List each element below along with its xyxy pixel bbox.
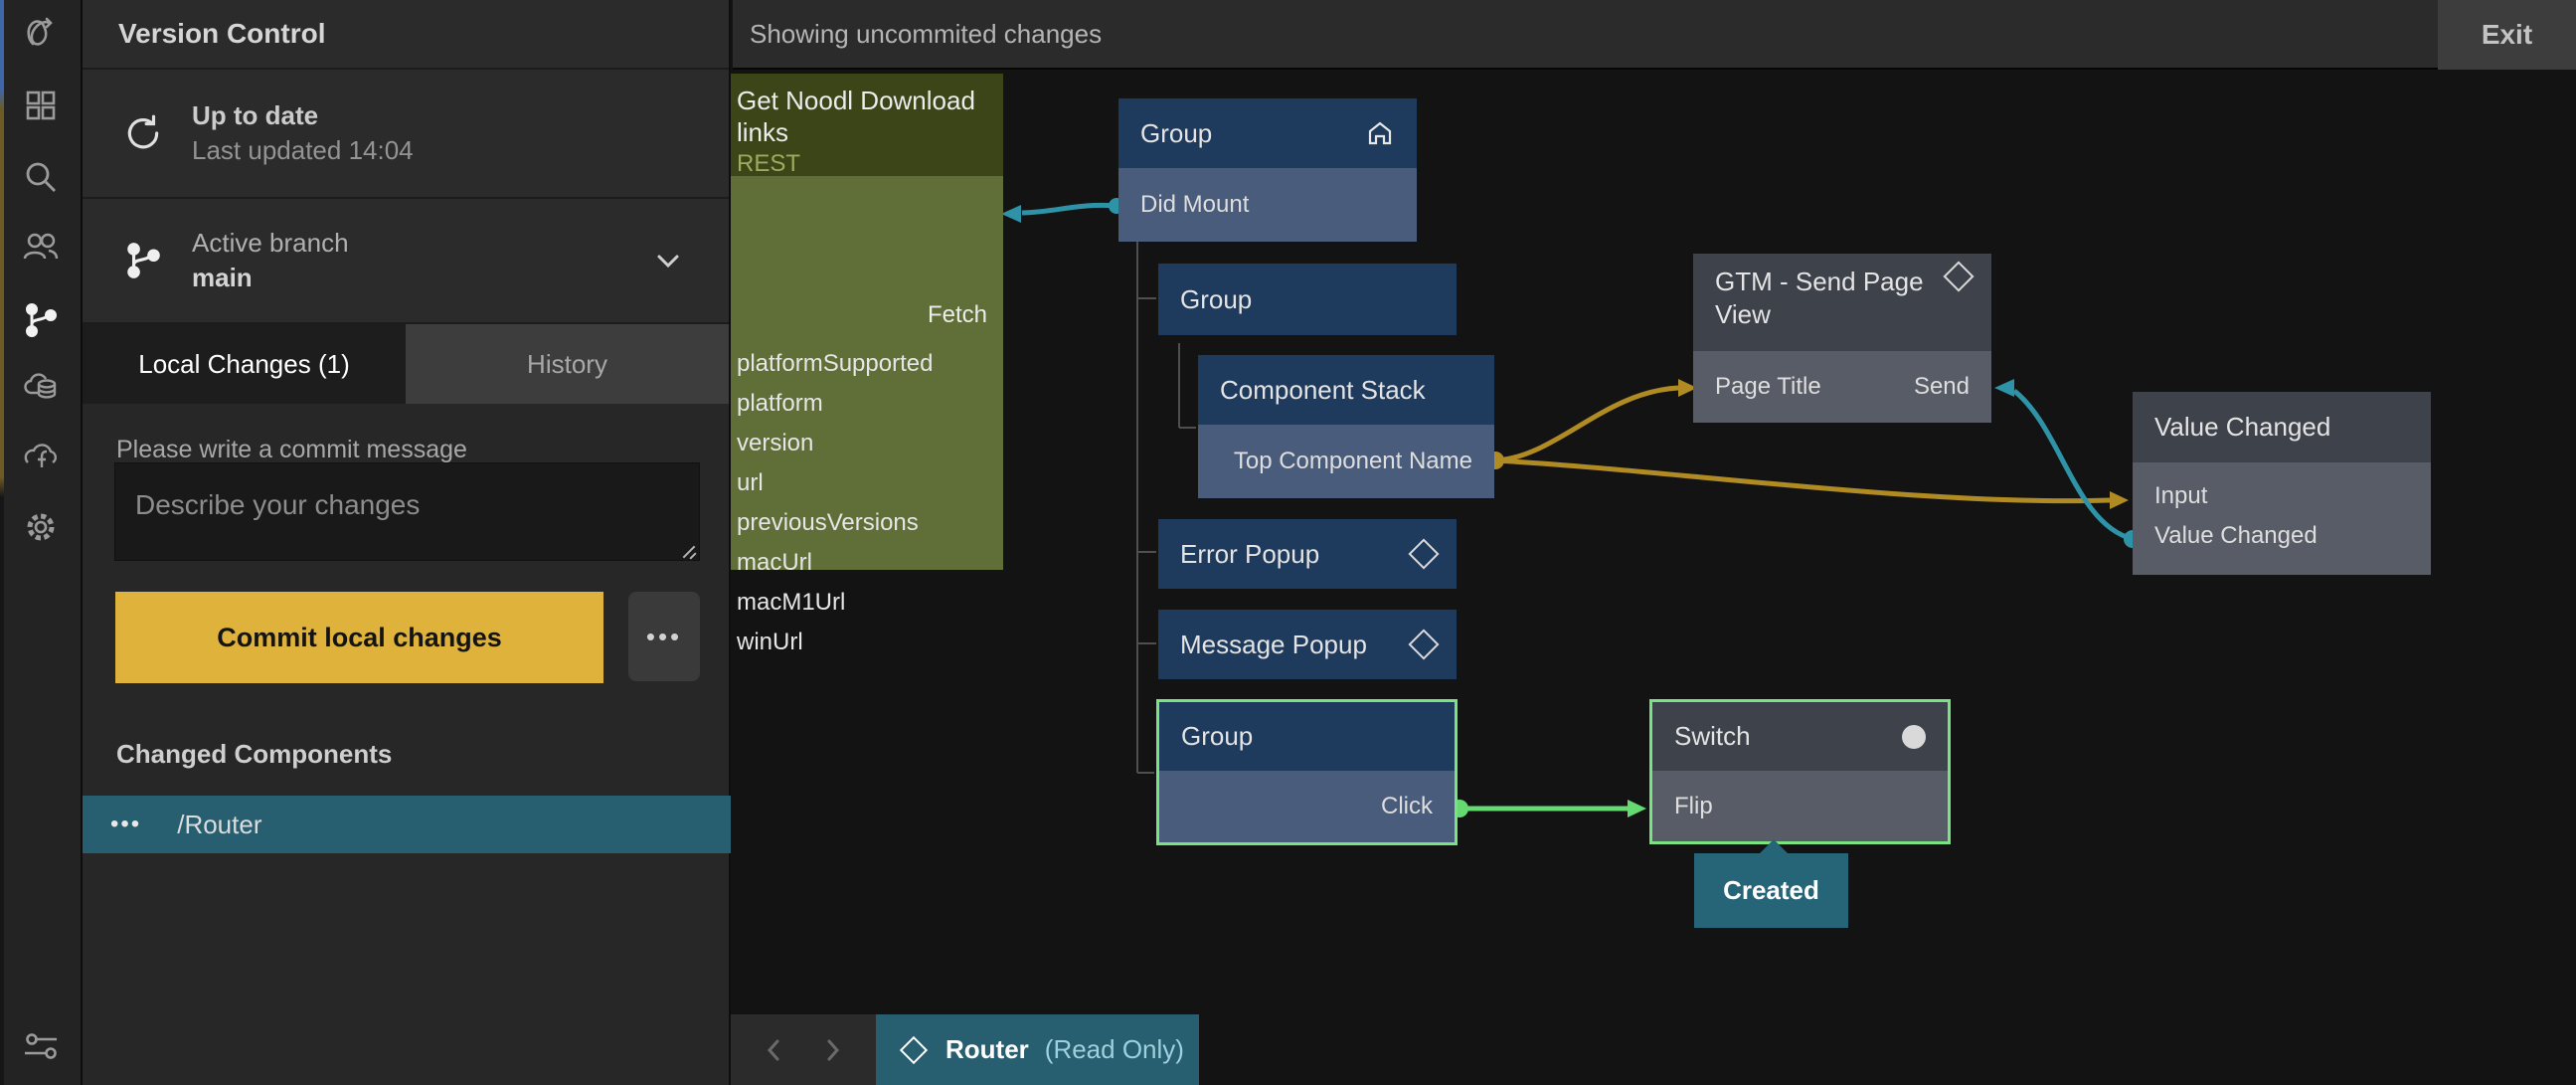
version-control-icon[interactable]	[19, 298, 63, 342]
port-output[interactable]: macUrl	[737, 549, 812, 576]
port-top-component-name[interactable]: Top Component Name	[1198, 425, 1494, 498]
noodl-logo-icon[interactable]	[19, 12, 63, 56]
port-fetch[interactable]: Fetch	[927, 301, 987, 328]
local-changes-content: Please write a commit message Commit loc…	[83, 404, 731, 1085]
settings-gear-icon[interactable]	[19, 505, 63, 549]
commit-message-input[interactable]	[114, 462, 700, 561]
component-diamond-icon	[1943, 261, 1975, 292]
created-signal-badge: Created	[1694, 839, 1848, 928]
component-dots-icon[interactable]: •••	[110, 811, 142, 837]
changed-component-name: /Router	[177, 809, 262, 839]
node-title: Value Changed	[2154, 412, 2331, 442]
search-icon[interactable]	[19, 155, 63, 199]
node-group-root[interactable]: Group Did Mount	[1118, 98, 1417, 242]
port-send[interactable]: Send	[1913, 373, 1970, 400]
panel-title: Version Control	[118, 18, 326, 49]
active-branch-row[interactable]: Active branch main	[83, 199, 729, 324]
node-group-child[interactable]: Group	[1158, 264, 1457, 335]
node-title: Group	[1181, 721, 1254, 751]
sync-status-row: Up to date Last updated 14:04	[83, 70, 729, 199]
canvas-nav	[731, 1014, 876, 1085]
port-output[interactable]: url	[737, 469, 764, 496]
breadcrumb-bar: Router (Read Only)	[731, 1014, 1199, 1085]
port-page-title[interactable]: Page Title	[1715, 373, 1821, 400]
node-title: Get Noodl Download links	[737, 86, 975, 147]
editor-preferences-icon[interactable]	[19, 1024, 63, 1068]
port-output[interactable]: previousVersions	[737, 509, 919, 536]
commit-more-button[interactable]: •••	[628, 592, 700, 681]
branch-label: Active branch	[192, 227, 349, 258]
version-control-panel: Version Control Up to date Last updated …	[83, 0, 731, 1085]
port-input[interactable]: Input	[2154, 482, 2208, 509]
tab-local-changes[interactable]: Local Changes (1)	[83, 324, 406, 404]
panel-tabbar: Local Changes (1) History	[83, 324, 729, 404]
edge-accent-strip	[0, 0, 4, 1085]
home-icon	[1368, 121, 1392, 145]
node-rest[interactable]: Get Noodl Download links REST Fetch plat…	[731, 74, 1003, 655]
uncommitted-status-text: Showing uncommited changes	[750, 18, 1103, 49]
branch-name: main	[192, 263, 253, 292]
port-output[interactable]: platform	[737, 390, 823, 417]
port-output[interactable]: platformSupported	[737, 350, 934, 377]
node-title: GTM - Send Page View	[1715, 267, 1924, 329]
nav-forward-icon[interactable]	[817, 1035, 847, 1065]
icon-rail	[0, 0, 83, 1085]
connection-wires	[1001, 198, 2142, 817]
port-output[interactable]: winUrl	[737, 629, 803, 655]
port-output[interactable]: macM1Url	[737, 589, 846, 616]
node-error-popup[interactable]: Error Popup	[1158, 519, 1457, 589]
panel-header: Version Control	[83, 0, 729, 70]
node-title: Switch	[1674, 721, 1751, 751]
node-group-selected[interactable]: Group Click	[1156, 699, 1458, 845]
port-click[interactable]: Click	[1159, 771, 1455, 842]
status-dot-icon	[1902, 724, 1926, 749]
components-grid-icon[interactable]	[19, 84, 63, 127]
node-title: Group	[1140, 117, 1213, 148]
port-value-changed[interactable]: Value Changed	[2154, 522, 2318, 549]
breadcrumb-router-tab[interactable]: Router (Read Only)	[876, 1014, 1199, 1085]
cloud-functions-icon[interactable]	[19, 434, 63, 477]
component-diamond-icon	[899, 1035, 929, 1064]
refresh-icon[interactable]	[122, 112, 164, 154]
sync-status: Up to date	[192, 99, 319, 130]
breadcrumb-component-name: Router	[945, 1034, 1029, 1064]
node-title: Component Stack	[1220, 374, 1426, 405]
canvas-topbar: Showing uncommited changes Exit	[733, 0, 2576, 70]
port-output[interactable]: version	[737, 430, 814, 456]
node-graph-canvas[interactable]: Get Noodl Download links REST Fetch plat…	[731, 70, 2576, 1085]
exit-button[interactable]: Exit	[2438, 0, 2576, 70]
node-subtitle: REST	[737, 150, 801, 178]
node-title: Message Popup	[1180, 629, 1367, 659]
node-value-changed[interactable]: Value Changed Input Value Changed	[2133, 392, 2431, 575]
node-switch[interactable]: Switch Flip	[1649, 699, 1951, 844]
commit-button[interactable]: Commit local changes	[115, 592, 603, 683]
node-title: Error Popup	[1180, 538, 1320, 569]
changed-component-row-router[interactable]: ••• /Router	[83, 796, 731, 853]
collaborators-icon[interactable]	[19, 225, 63, 269]
component-diamond-icon	[1408, 538, 1440, 570]
node-title: Group	[1180, 283, 1253, 314]
tab-history[interactable]: History	[406, 324, 729, 404]
port-flip[interactable]: Flip	[1652, 771, 1948, 841]
sync-detail: Last updated 14:04	[192, 135, 414, 165]
node-component-stack[interactable]: Component Stack Top Component Name	[1198, 355, 1494, 498]
branch-icon	[127, 243, 160, 278]
nav-back-icon[interactable]	[760, 1035, 789, 1065]
changed-components-heading: Changed Components	[116, 739, 393, 769]
node-gtm-send-page-view[interactable]: GTM - Send Page View Page Title Send	[1693, 254, 1991, 423]
port-did-mount[interactable]: Did Mount	[1118, 168, 1417, 242]
commit-message-label: Please write a commit message	[116, 436, 467, 463]
chevron-down-icon	[657, 255, 679, 269]
node-message-popup[interactable]: Message Popup	[1158, 610, 1457, 679]
component-diamond-icon	[1408, 629, 1440, 660]
breadcrumb-read-only: (Read Only)	[1044, 1034, 1184, 1064]
cloud-data-icon[interactable]	[19, 364, 63, 408]
